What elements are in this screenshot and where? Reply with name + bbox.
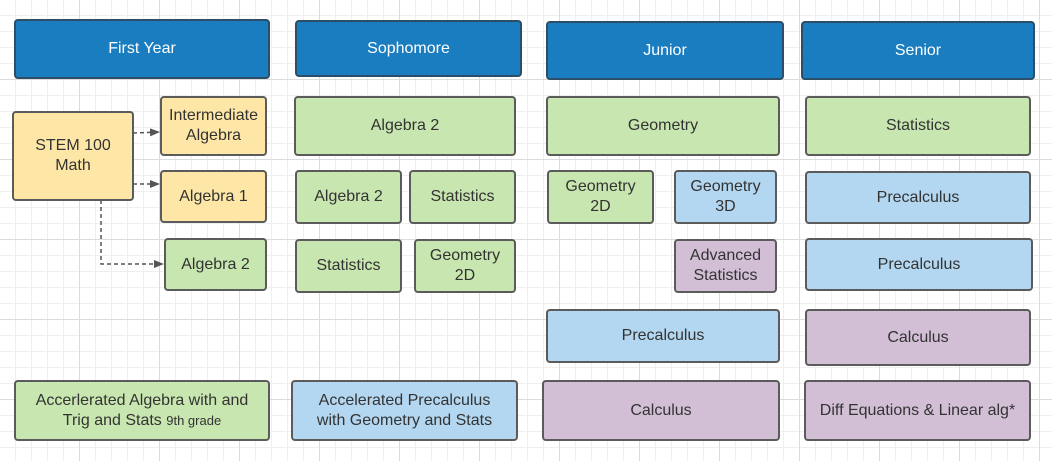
sophomore-statistics-box-a: Statistics (409, 170, 516, 224)
junior-geometry-box: Geometry (546, 96, 780, 156)
senior-precalculus-box-a: Precalculus (805, 171, 1031, 224)
algebra-1-box: Algebra 1 (160, 170, 267, 223)
accelerated-algebra-label: Accerlerated Algebra with and Trig and S… (35, 391, 249, 429)
accelerated-algebra-text: Accerlerated Algebra with and Trig and S… (36, 391, 249, 431)
junior-calculus-box: Calculus (542, 380, 780, 441)
diff-equations-box: Diff Equations & Linear alg* (804, 380, 1031, 441)
ninth-grade-note: 9th grade (166, 412, 222, 428)
header-junior: Junior (546, 21, 784, 80)
senior-statistics-box: Statistics (805, 96, 1031, 156)
accelerated-precalculus-box: Accelerated Precalculus with Geometry an… (291, 380, 518, 441)
accelerated-algebra-box: Accerlerated Algebra with and Trig and S… (14, 380, 270, 441)
sophomore-statistics-box-b: Statistics (295, 239, 402, 293)
arrow-stem-to-algebra-2 (100, 200, 164, 268)
junior-geometry-3d-box: Geometry 3D (674, 170, 777, 224)
sophomore-algebra-2-box: Algebra 2 (295, 170, 402, 224)
sophomore-geometry-2d-box: Geometry 2D (414, 239, 516, 293)
intermediate-algebra-box: Intermediate Algebra (160, 96, 267, 156)
junior-geometry-2d-box: Geometry 2D (547, 170, 654, 224)
first-year-algebra-2-box: Algebra 2 (164, 238, 267, 291)
senior-calculus-box: Calculus (805, 309, 1031, 366)
arrow-stem-to-intermediate (132, 128, 160, 137)
sophomore-algebra-2-wide-box: Algebra 2 (294, 96, 516, 156)
header-first-year: First Year (14, 19, 270, 79)
senior-precalculus-box-b: Precalculus (805, 238, 1033, 291)
junior-precalculus-box: Precalculus (546, 309, 780, 363)
stem-100-math-box: STEM 100 Math (12, 111, 134, 201)
header-sophomore: Sophomore (295, 20, 522, 77)
header-senior: Senior (801, 21, 1035, 80)
advanced-statistics-box: Advanced Statistics (674, 239, 777, 293)
